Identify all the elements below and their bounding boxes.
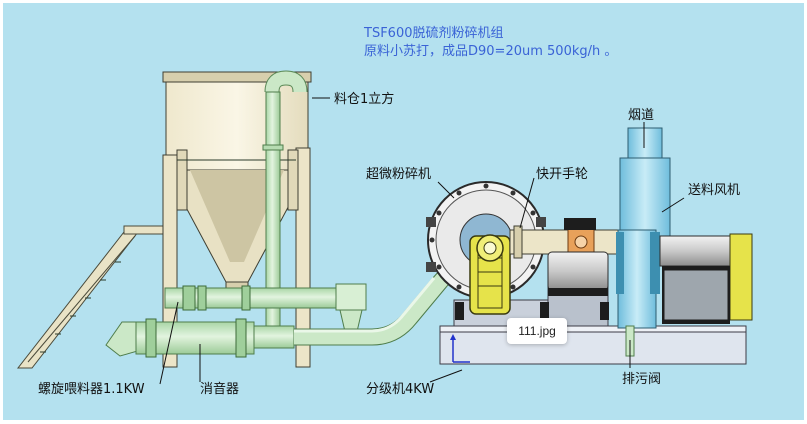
title-line-2: 原料小苏打，成品D90=20um 500kg/h 。 — [364, 43, 617, 59]
label-drain-valve: 排污阀 — [622, 372, 661, 387]
label-classifier: 分级机4KW — [366, 382, 434, 397]
label-screw-feeder: 螺旋喂料器1.1KW — [38, 382, 145, 397]
label-mill: 超微粉碎机 — [366, 167, 431, 182]
image-filename-chip[interactable]: 111.jpg — [507, 318, 567, 344]
label-handwheel: 快开手轮 — [536, 167, 588, 182]
label-fan: 送料风机 — [688, 183, 740, 198]
leader-fan — [661, 197, 685, 213]
leader-classifier — [429, 369, 463, 383]
title-line-1: TSF600脱硫剂粉碎机组 — [363, 26, 503, 41]
label-silo: 料仓1立方 — [334, 91, 394, 107]
leader-screw — [159, 301, 179, 385]
feed-fan — [616, 127, 753, 329]
label-flue: 烟道 — [628, 108, 654, 123]
feed-ramp — [16, 225, 167, 369]
mill-motor — [547, 251, 609, 296]
leader-handwheel — [519, 177, 535, 229]
label-silencer: 消音器 — [200, 381, 239, 397]
classifier — [469, 234, 511, 315]
silencer — [105, 318, 295, 358]
axis-marker — [450, 334, 470, 363]
leader-mill — [437, 181, 455, 199]
